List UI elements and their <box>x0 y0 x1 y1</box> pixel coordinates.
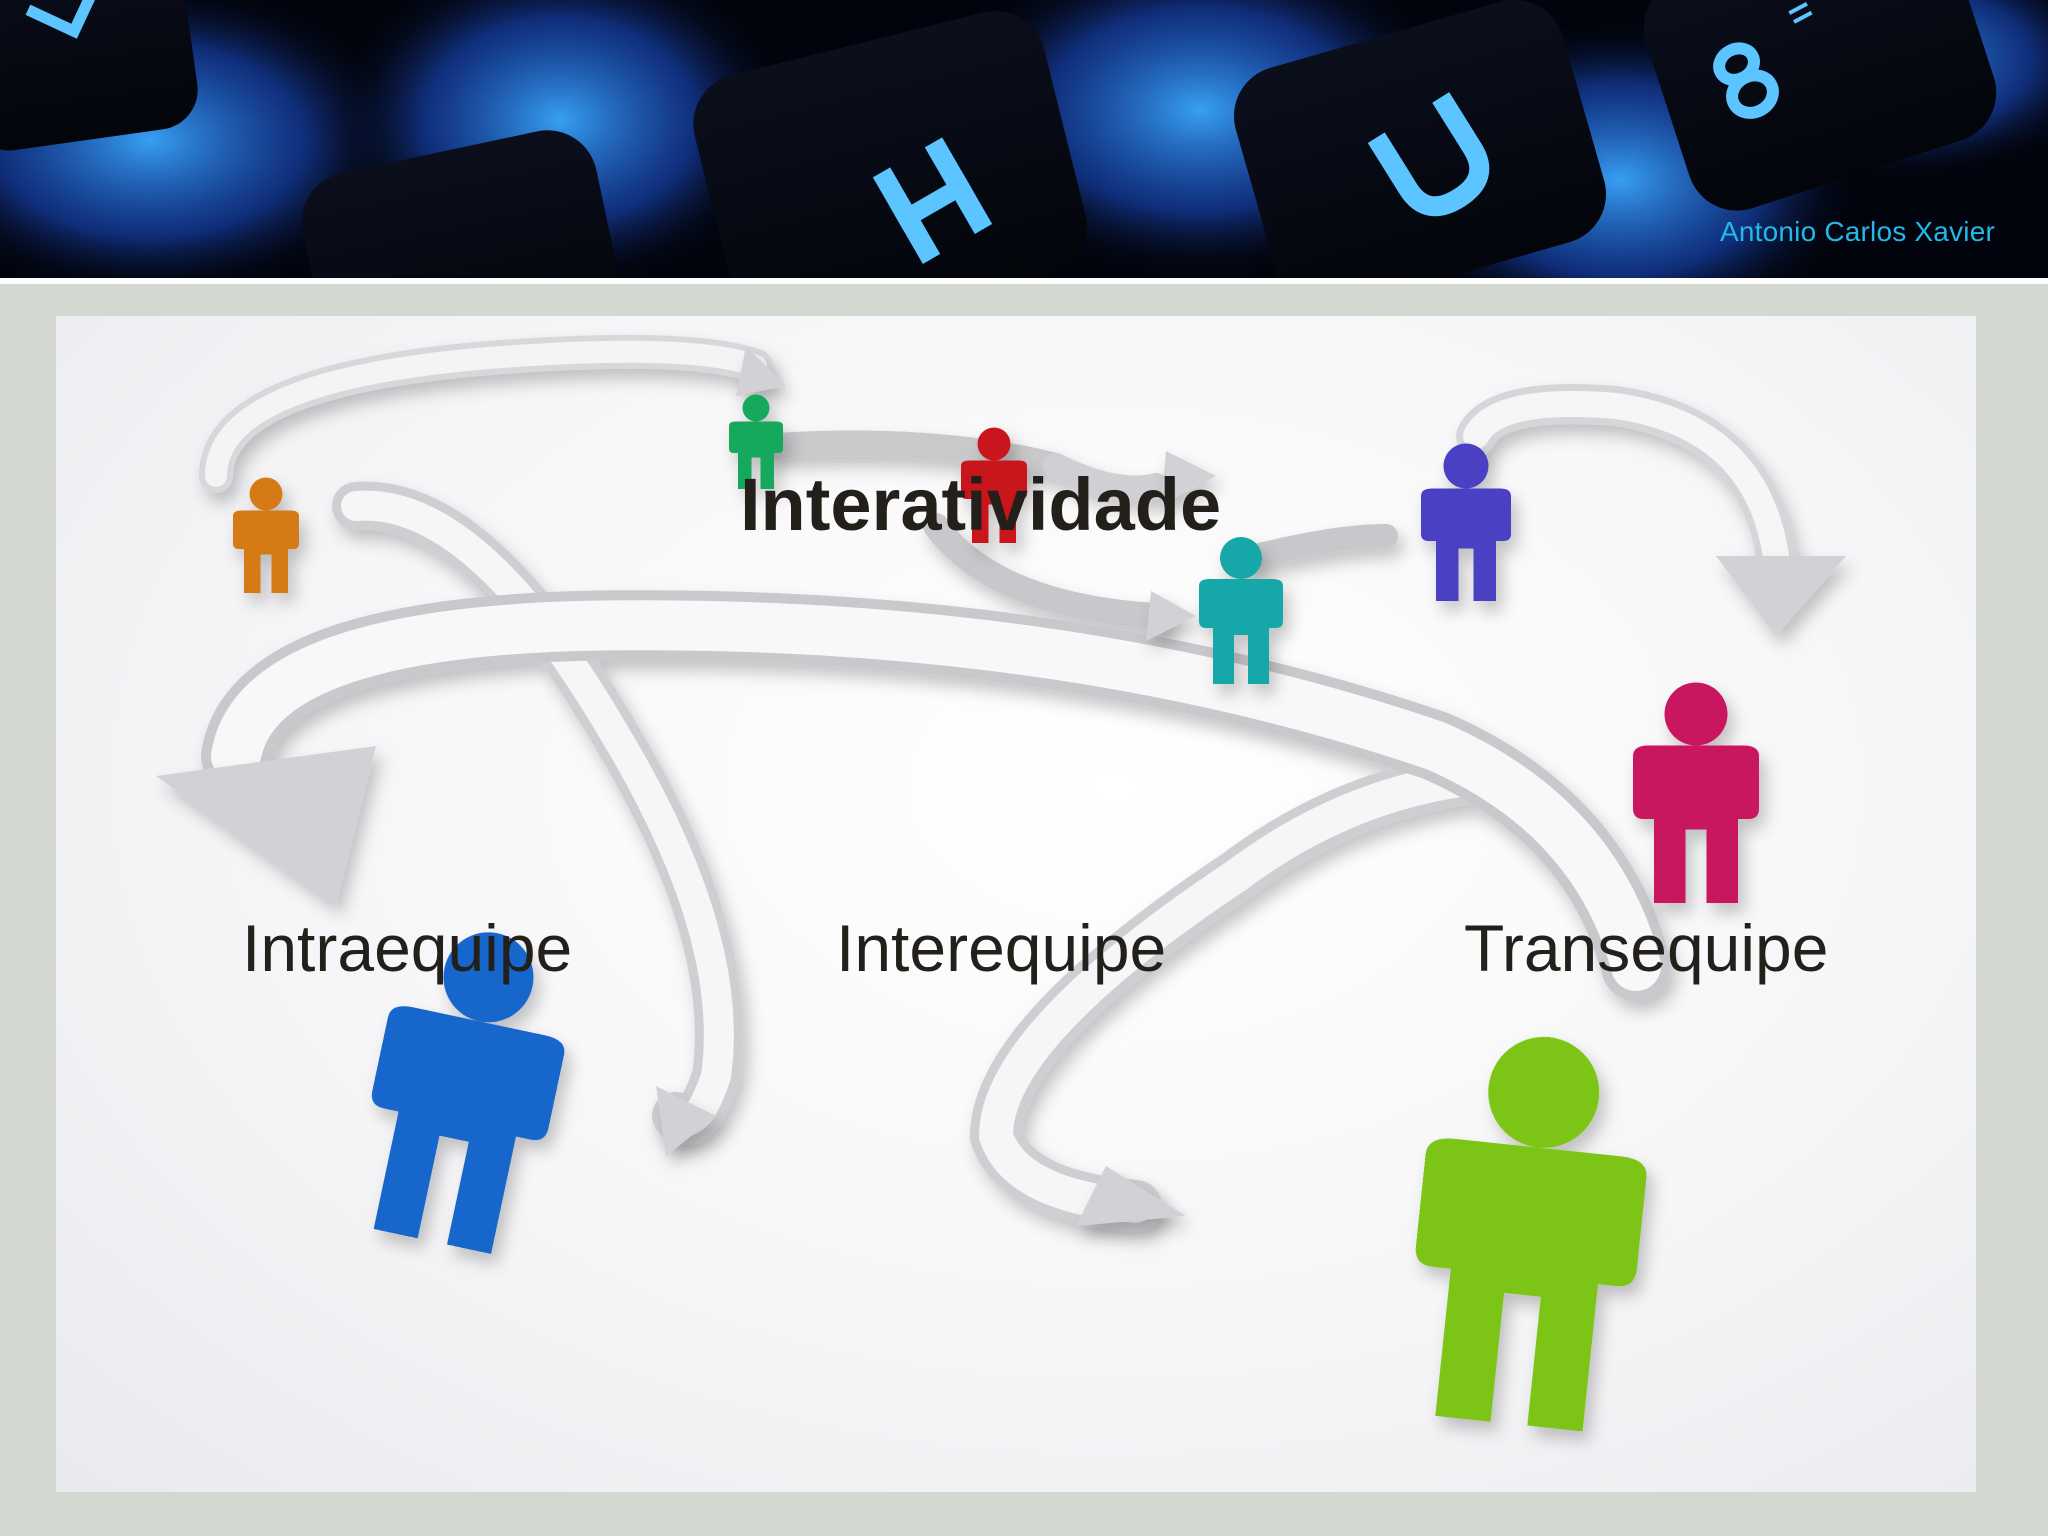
header-banner: Antonio Carlos Xavier <box>0 0 2048 278</box>
person-magenta-icon <box>1633 682 1759 903</box>
author-name: Antonio Carlos Xavier <box>1720 216 1995 247</box>
arrowhead <box>1716 556 1846 636</box>
arrowhead <box>156 746 376 906</box>
arrowhead <box>1146 591 1196 641</box>
letter-u-glyph <box>1367 92 1490 217</box>
arrow-ribbon-highlight <box>978 759 1513 1223</box>
interaction-illustration <box>156 334 1846 1432</box>
digit-8-glyph <box>1713 42 1779 119</box>
arrow-ribbon <box>763 430 1069 479</box>
slide-title: Interatividade <box>740 463 1222 546</box>
arrow-ribbon-highlight <box>1463 391 1789 569</box>
label-transequipe: Transequipe <box>1464 911 1829 985</box>
key-8 <box>1643 0 1997 211</box>
keyboard-photo <box>0 0 2048 278</box>
letter-h-glyph <box>872 137 993 264</box>
person-lime-icon <box>1415 1036 1647 1432</box>
label-intraequipe: Intraequipe <box>242 911 573 985</box>
person-green-icon <box>729 394 783 489</box>
arrow-ribbon <box>199 334 773 493</box>
arrowhead <box>656 1086 716 1156</box>
arrow-ribbon-highlight <box>205 340 767 487</box>
arrow-ribbon-highlight <box>341 490 734 1136</box>
arrowhead <box>1076 1166 1186 1226</box>
arrow-ribbon <box>1043 453 1169 502</box>
banner-divider <box>0 278 2048 284</box>
person-red-icon <box>961 427 1027 543</box>
slide-content: Interatividade Intraequipe Interequipe T… <box>56 316 1976 1492</box>
person-purple-icon <box>1421 443 1511 601</box>
person-blue-icon <box>371 932 565 1254</box>
arrow-ribbon <box>1456 384 1796 576</box>
arrow-ribbon <box>1244 524 1398 568</box>
label-interequipe: Interequipe <box>836 911 1167 985</box>
arrowhead <box>736 346 786 396</box>
key-glyph-partial <box>25 0 101 39</box>
arrowhead <box>1161 451 1216 506</box>
person-teal-icon <box>1199 537 1283 684</box>
key-shape <box>0 0 198 151</box>
hash-glyph <box>1788 2 1813 24</box>
key-shape <box>301 130 619 278</box>
arrow-ribbon-highlight <box>211 600 1661 991</box>
person-orange-icon <box>233 477 299 593</box>
key-u <box>1233 0 1607 278</box>
arrow-ribbon <box>923 513 1169 629</box>
